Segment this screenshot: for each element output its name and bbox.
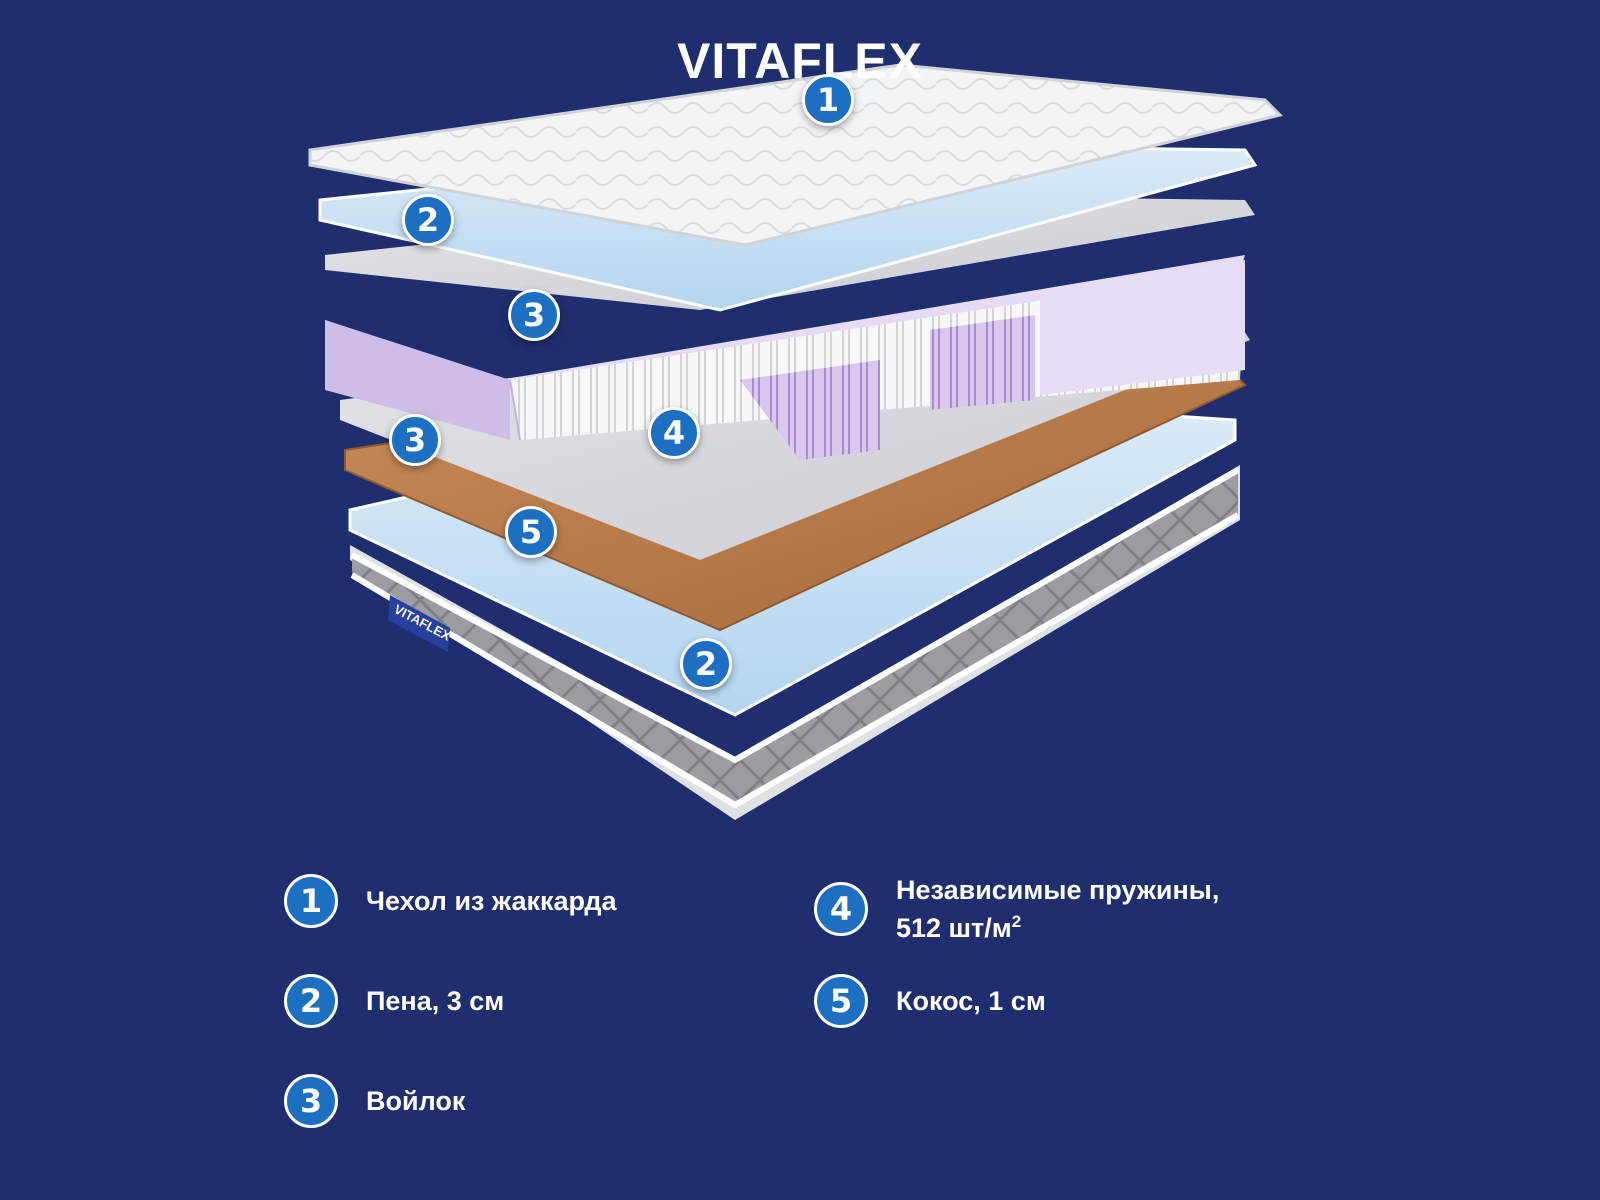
jacquard-cover-layer [308,63,1283,247]
legend-item-felt: 3 Войлок [284,1074,465,1128]
legend-badge: 3 [284,1074,338,1128]
badge-layer-1: 1 [802,74,854,126]
legend-label: Войлок [366,1086,466,1116]
legend-label: Кокос, 1 см [896,986,1046,1016]
legend-item-cover: 1 Чехол из жаккарда [284,874,616,928]
mattress-layers-illustration: VITAFLEX [308,63,1283,820]
legend-label: Чехол из жаккарда [366,886,617,916]
legend-item-springs: 4 Независимые пружины, 512 шт/м2 [814,874,1219,944]
legend-label-line1: Независимые пружины, [896,875,1220,905]
mattress-base [350,465,1240,820]
legend-item-foam: 2 Пена, 3 см [284,974,504,1028]
legend-label-line2: 512 шт/м [896,913,1012,943]
legend-label-superscript: 2 [1011,912,1022,931]
badge-layer-5: 5 [505,506,557,558]
legend-label: Независимые пружины, 512 шт/м2 [896,874,1219,944]
legend-badge: 5 [814,974,868,1028]
legend-label: Пена, 3 см [366,986,505,1016]
badge-layer-4: 4 [648,407,700,459]
badge-layer-3-top: 3 [508,289,560,341]
badge-layer-2-top: 2 [402,194,454,246]
spring-block [325,255,1245,460]
badge-layer-2-bottom: 2 [680,638,732,690]
legend-badge: 1 [284,874,338,928]
badge-layer-3-bottom: 3 [389,414,441,466]
brand-logo: VITAFLEX [677,33,923,89]
legend-badge: 2 [284,974,338,1028]
legend-item-coconut: 5 Кокос, 1 см [814,974,1046,1028]
legend-badge: 4 [814,882,868,936]
